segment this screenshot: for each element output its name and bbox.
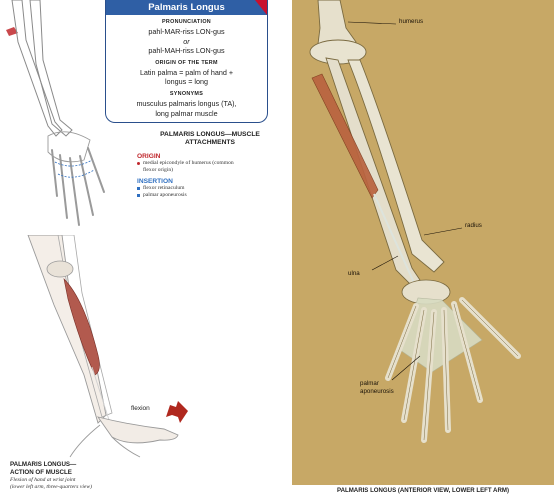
origin-bullet-icon xyxy=(137,162,140,165)
synonyms-line-1: musculus palmaris longus (TA), xyxy=(136,99,237,109)
left-panel: Palmaris Longus PRONUNCIATION pahl-MAR-r… xyxy=(6,0,290,491)
origin-item-text: medial epicondyle of humerus (common fle… xyxy=(143,160,234,174)
palmar-label-line-1: palmar xyxy=(360,380,379,387)
origin-term-line-1: Latin palma = palm of hand + xyxy=(139,68,234,78)
origin-term-section: ORIGIN OF THE TERM Latin palma = palm of… xyxy=(106,59,267,87)
origin-heading: ORIGIN xyxy=(137,153,161,160)
pronunciation-section: PRONUNCIATION pahl-MAR-riss LON-gus or p… xyxy=(106,18,267,56)
origin-item: medial epicondyle of humerus (common fle… xyxy=(137,160,290,174)
info-box: Palmaris Longus PRONUNCIATION pahl-MAR-r… xyxy=(105,0,268,123)
skeleton-arm-thumbnail xyxy=(6,0,105,226)
flexion-label: flexion xyxy=(131,405,150,412)
insertion-item-2: palmar aponeurosis xyxy=(137,192,290,199)
forearm-skeleton-anterior xyxy=(309,0,521,443)
attachments-title-line-2: ATTACHMENTS xyxy=(185,139,235,146)
palmar-aponeurosis-label: palmar aponeurosis xyxy=(360,380,394,395)
pronunciation-1: pahl-MAR-riss LON-gus xyxy=(148,27,225,37)
attachments-title: PALMARIS LONGUS—MUSCLE ATTACHMENTS xyxy=(130,131,290,147)
insertion-item-2-text: palmar aponeurosis xyxy=(143,192,187,198)
attachments-section: PALMARIS LONGUS—MUSCLE ATTACHMENTS ORIGI… xyxy=(130,131,290,199)
info-box-title: Palmaris Longus xyxy=(106,0,267,15)
palmar-label-line-2: aponeurosis xyxy=(360,387,394,395)
action-description-line-1: Flexion of hand at wrist joint xyxy=(10,477,76,483)
pronunciation-2: pahl-MAH-riss LON-gus xyxy=(148,46,225,56)
insertion-heading: INSERTION xyxy=(137,178,173,185)
origin-term-line-2: longus = long xyxy=(165,77,208,87)
action-title-line-1: PALMARIS LONGUS— xyxy=(10,461,77,468)
ulna-label: ulna xyxy=(348,270,360,277)
corner-tab xyxy=(255,0,267,15)
action-title: PALMARIS LONGUS— ACTION OF MUSCLE xyxy=(10,461,76,476)
figure-caption: PALMARIS LONGUS (ANTERIOR VIEW, LOWER LE… xyxy=(337,487,509,494)
insertion-bullet-icon xyxy=(137,187,140,190)
origin-item-line-1: medial epicondyle of humerus (common xyxy=(143,160,234,166)
attachments-title-line-1: PALMARIS LONGUS—MUSCLE xyxy=(160,131,260,138)
anatomy-panel: humerus radius ulna palmar aponeurosis xyxy=(292,0,554,485)
pronunciation-or: or xyxy=(183,36,190,46)
insertion-item-1-text: flexor retinaculum xyxy=(143,185,185,191)
pronunciation-label: PRONUNCIATION xyxy=(161,19,212,25)
humerus-label: humerus xyxy=(399,18,424,25)
action-description: Flexion of hand at wrist joint (lower le… xyxy=(10,477,92,491)
flexion-arrow-icon xyxy=(166,401,188,423)
radius-label: radius xyxy=(465,222,482,229)
synonyms-line-2: long palmar muscle xyxy=(155,108,218,118)
origin-item-line-2: flexor origin) xyxy=(143,167,173,173)
action-title-line-2: ACTION OF MUSCLE xyxy=(10,468,72,476)
synonyms-section: SYNONYMS musculus palmaris longus (TA), … xyxy=(106,90,267,118)
synonyms-label: SYNONYMS xyxy=(169,90,204,97)
forearm-action-illustration xyxy=(27,235,188,458)
insertion-item-1: flexor retinaculum xyxy=(137,185,290,192)
insertion-bullet-icon xyxy=(137,194,140,197)
origin-term-label: ORIGIN OF THE TERM xyxy=(155,59,218,66)
action-description-line-2: (lower left arm, three-quarters view) xyxy=(10,484,92,490)
